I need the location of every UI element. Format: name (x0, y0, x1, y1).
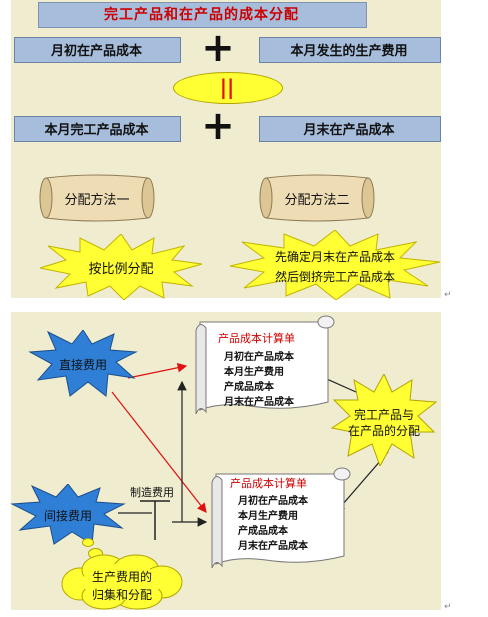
title-banner (38, 2, 367, 28)
indirect-cost-star (10, 484, 126, 545)
burst-proportional-label: 按比例分配 (88, 261, 154, 277)
burst-residual (229, 230, 441, 300)
indirect-cost-label: 间接费用 (43, 508, 92, 523)
direct-cost-star (28, 330, 138, 397)
burst-proportional (39, 234, 203, 300)
ending-wip-label: 月末在产品成本 (303, 122, 395, 138)
cost-sheet-bottom-title: 产品成本计算单 (230, 477, 307, 490)
collection-cloud (61, 554, 183, 610)
cost-sheet-top (195, 315, 335, 414)
cost-sheet-bottom-item: 月初在产品成本 (238, 496, 308, 507)
cost-sheet-bottom-item: 月末在产品成本 (238, 541, 308, 552)
finished-cost-label: 本月完工产品成本 (44, 122, 149, 138)
plus-sign-1: + (201, 25, 235, 71)
direct-cost-label: 直接费用 (58, 357, 107, 372)
scroll-method1-label: 分配方法一 (64, 192, 130, 208)
burst-residual-line1: 先确定月末在产品成本 (274, 250, 395, 264)
cost-sheet-bottom-item: 产成品成本 (238, 526, 288, 537)
bubble-dot-1 (82, 538, 94, 547)
scroll-method1 (39, 174, 155, 222)
cost-sheet-top-title: 产品成本计算单 (218, 332, 295, 345)
finished-cost-box (14, 116, 181, 142)
equals-ellipse (173, 72, 283, 104)
plus-sign-2: + (201, 103, 235, 149)
overhead-label: 制造费用 (130, 486, 174, 499)
cloud-line1: 生产费用的 (91, 570, 152, 584)
cost-sheet-bottom (211, 467, 351, 568)
scroll-method2 (259, 174, 375, 222)
return-mark-1: ↵ (444, 290, 452, 300)
cost-sheet-top-item: 月末在产品成本 (224, 397, 294, 408)
equals-sign: || (219, 75, 235, 99)
return-mark-2: ↵ (444, 602, 452, 612)
allocation-burst (330, 374, 438, 466)
opening-wip-label: 月初在产品成本 (50, 43, 142, 59)
allocation-line1: 完工产品与 (353, 408, 414, 422)
allocation-line2: 在产品的分配 (347, 424, 420, 438)
cost-sheet-top-item: 月初在产品成本 (224, 352, 294, 363)
cost-sheet-top-item: 本月生产费用 (224, 367, 284, 378)
opening-wip-box (14, 37, 181, 63)
ending-wip-box (259, 116, 441, 142)
cost-sheet-top-item: 产成品成本 (224, 382, 274, 393)
current-cost-box (259, 37, 441, 63)
cloud-line2: 归集和分配 (91, 588, 152, 602)
cost-sheet-bottom-item: 本月生产费用 (238, 511, 298, 522)
current-cost-label: 本月发生的生产费用 (290, 43, 408, 59)
page-title: 完工产品和在产品的成本分配 (104, 7, 299, 23)
scroll-method2-label: 分配方法二 (284, 192, 350, 208)
burst-residual-line2: 然后倒挤完工产品成本 (274, 270, 395, 284)
